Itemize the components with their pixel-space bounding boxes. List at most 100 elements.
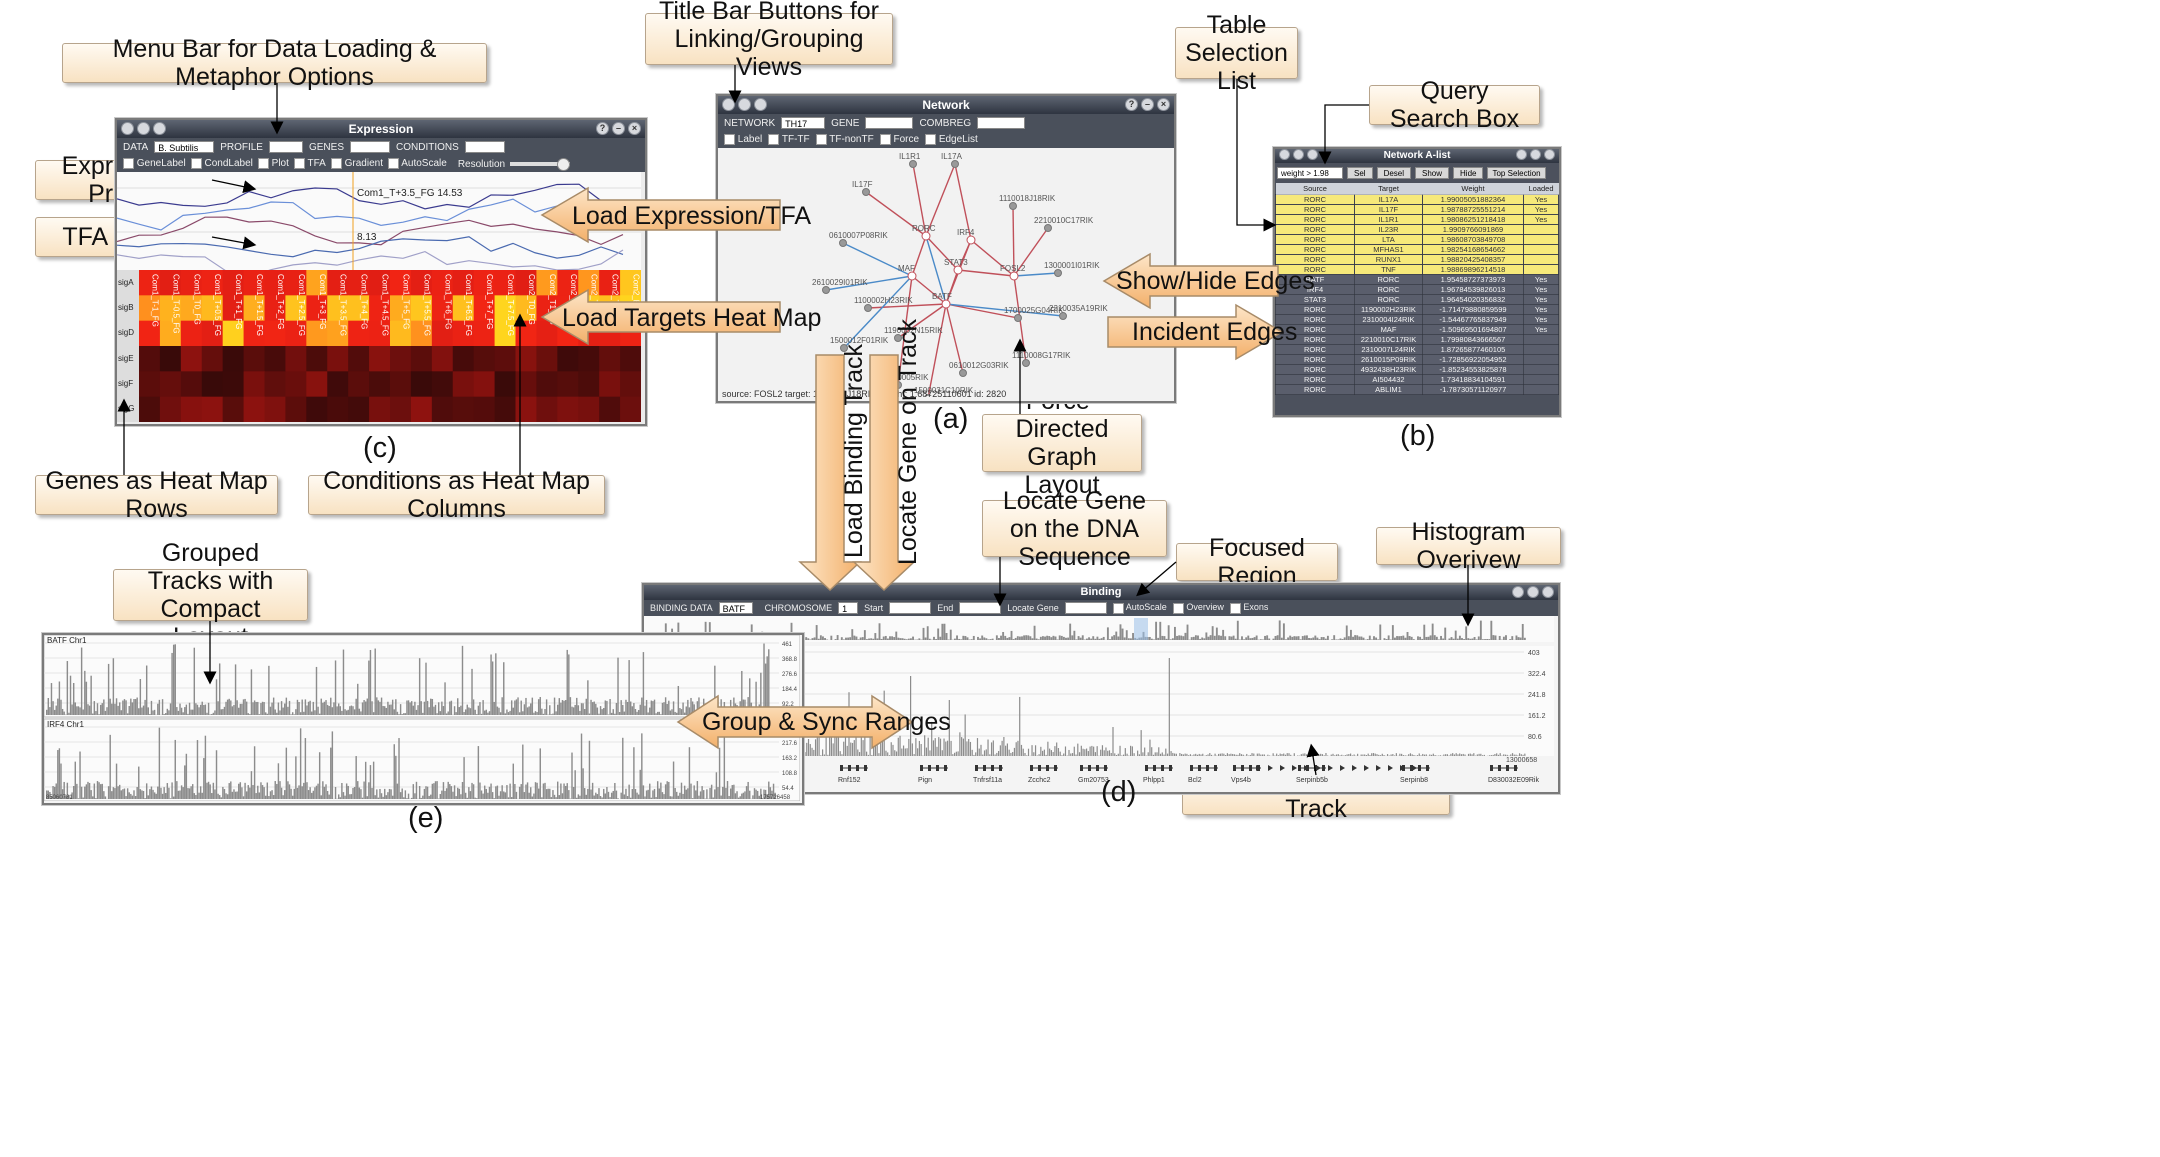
heatmap-cell[interactable] (139, 320, 161, 347)
network-node[interactable] (924, 394, 932, 397)
heatmap-cell[interactable] (473, 346, 496, 372)
opt-force[interactable]: Force (879, 134, 919, 146)
heatmap-cell[interactable] (348, 270, 370, 296)
heatmap-cell[interactable] (431, 346, 454, 372)
heatmap-cell[interactable] (348, 396, 370, 422)
heatmap-cell[interactable] (180, 346, 203, 372)
group-icon[interactable] (1293, 149, 1304, 160)
heatmap-cell[interactable] (369, 371, 391, 398)
network-node[interactable] (951, 160, 959, 168)
network-node[interactable] (966, 235, 976, 245)
desel-button[interactable]: Desel (1376, 167, 1412, 179)
heatmap-cell[interactable] (139, 396, 161, 422)
opt-autoscale[interactable]: AutoScale (387, 158, 447, 170)
heatmap-cell[interactable] (620, 346, 641, 372)
heatmap-cell[interactable] (222, 320, 245, 347)
heatmap-cell[interactable] (494, 320, 516, 347)
heatmap-cell[interactable] (410, 295, 433, 322)
network-node[interactable] (1054, 269, 1062, 277)
heatmap-cell[interactable] (222, 371, 245, 398)
heatmap-cell[interactable] (201, 320, 224, 347)
network-select[interactable]: TH17 (781, 117, 826, 129)
heatmap-cell[interactable] (494, 295, 516, 322)
heatmap-cell[interactable] (515, 346, 537, 372)
heatmap-cell[interactable] (515, 396, 537, 422)
heatmap-cell[interactable] (222, 396, 245, 422)
network-edge[interactable] (970, 239, 1015, 277)
heatmap-cell[interactable] (139, 346, 161, 372)
heatmap-cell[interactable] (243, 320, 265, 347)
heatmap-cell[interactable] (348, 371, 370, 398)
heatmap-cell[interactable] (201, 396, 224, 422)
opt-gradient[interactable]: Gradient (330, 158, 383, 170)
heatmap-cell[interactable] (390, 346, 412, 372)
network-edge[interactable] (867, 303, 947, 309)
chromosome-select[interactable]: 1 (838, 602, 859, 614)
heatmap-cell[interactable] (264, 371, 286, 398)
col-source[interactable]: Source (1303, 184, 1327, 193)
heatmap-cell[interactable] (285, 295, 307, 322)
heatmap-cell[interactable] (390, 295, 412, 322)
combreg-input[interactable] (977, 117, 1026, 129)
heatmap-cell[interactable] (201, 371, 224, 398)
network-edge[interactable] (912, 163, 927, 237)
heatmap-cell[interactable] (599, 396, 621, 422)
heatmap-cell[interactable] (159, 371, 182, 398)
network-node[interactable] (1014, 314, 1022, 322)
heatmap-cell[interactable] (390, 320, 412, 347)
heatmap-cell[interactable] (431, 396, 454, 422)
heatmap-cell[interactable] (452, 320, 475, 347)
heatmap-cell[interactable] (222, 295, 245, 322)
heatmap-cell[interactable] (452, 346, 475, 372)
network-edge[interactable] (925, 235, 959, 271)
heatmap-cell[interactable] (431, 270, 454, 296)
network-node[interactable] (864, 304, 872, 312)
heatmap-cell[interactable] (473, 270, 496, 296)
heatmap-cell[interactable] (473, 396, 496, 422)
heatmap-cell[interactable] (599, 346, 621, 372)
heatmap-cell[interactable] (452, 396, 475, 422)
network-edge[interactable] (945, 303, 1019, 319)
heatmap-cell[interactable] (327, 295, 349, 322)
hide-button[interactable]: Hide (1453, 167, 1484, 179)
network-edge[interactable] (897, 303, 947, 339)
network-node[interactable] (822, 286, 830, 294)
gene-input[interactable] (865, 117, 914, 129)
sel-button[interactable]: Sel (1347, 167, 1373, 179)
show-button[interactable]: Show (1415, 167, 1450, 179)
binding-data-input[interactable]: BATF (718, 602, 753, 614)
heatmap-cell[interactable] (494, 396, 516, 422)
heatmap-cell[interactable] (264, 270, 286, 296)
opt-label[interactable]: Label (724, 134, 762, 146)
heatmap-cell[interactable] (410, 346, 433, 372)
heatmap-cell[interactable] (306, 371, 328, 398)
network-node[interactable] (1009, 202, 1017, 210)
heatmap-cell[interactable] (348, 320, 370, 347)
heatmap-cell[interactable] (243, 346, 265, 372)
network-node[interactable] (953, 265, 963, 275)
network-node[interactable] (840, 344, 848, 352)
heatmap-cell[interactable] (620, 371, 641, 398)
heatmap-cell[interactable] (222, 346, 245, 372)
genes-input[interactable] (350, 141, 390, 153)
network-node[interactable] (941, 299, 951, 309)
help-icon[interactable] (1516, 149, 1527, 160)
heatmap-cell[interactable] (494, 371, 516, 398)
heatmap-cell[interactable] (557, 396, 579, 422)
profile-input[interactable] (268, 141, 303, 153)
network-node[interactable] (1059, 312, 1067, 320)
network-node[interactable] (921, 231, 931, 241)
heatmap-cell[interactable] (410, 396, 433, 422)
